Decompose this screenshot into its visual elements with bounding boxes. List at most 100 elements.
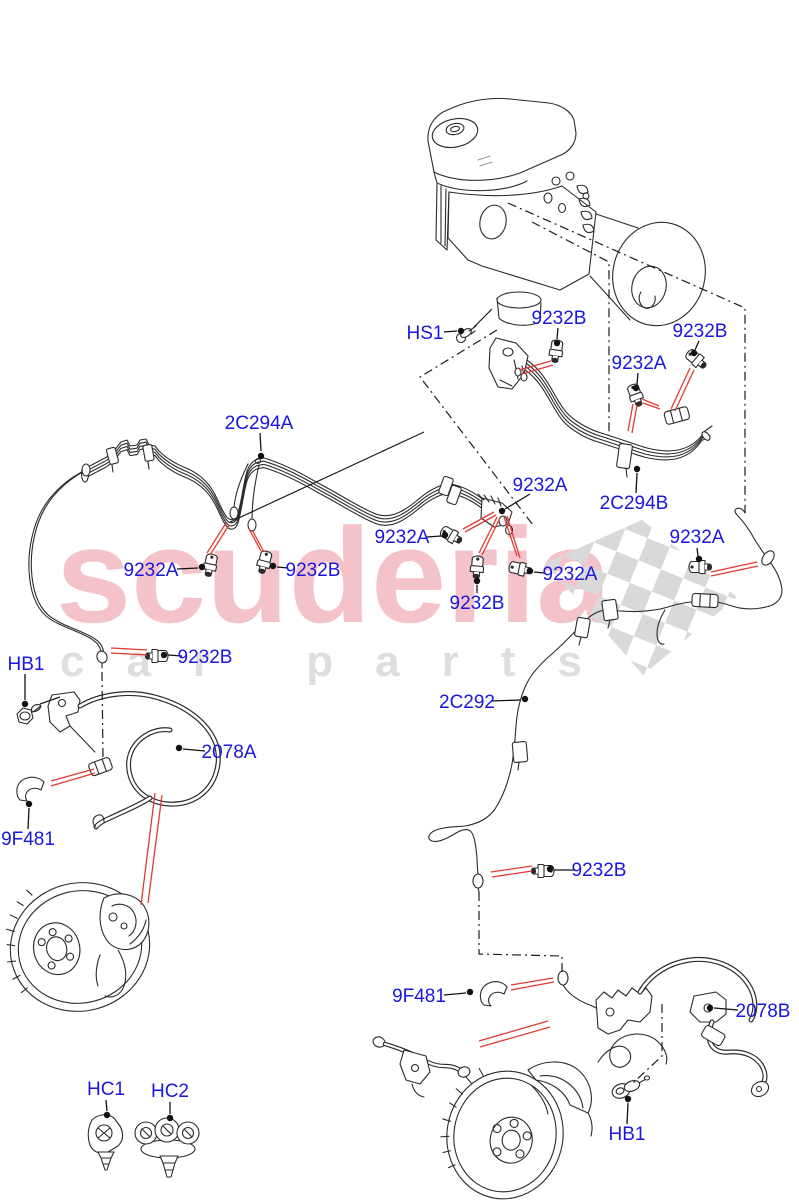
label-leader-line xyxy=(504,493,531,510)
label-leader-lines-layer xyxy=(21,327,739,1125)
front-pipes-2c294a-drawing xyxy=(80,438,491,532)
red-leader-line xyxy=(490,865,533,873)
red-leader-line xyxy=(510,977,554,986)
part-label-hc2[interactable]: HC2 xyxy=(151,1081,189,1102)
hc1-clip-drawing xyxy=(87,1114,123,1171)
part-label-9232a-mid-left[interactable]: 9232A xyxy=(124,560,179,581)
red-leader-line xyxy=(627,403,634,432)
red-leader-line xyxy=(147,794,163,904)
label-leader-line xyxy=(696,547,699,557)
guide-lines-layer xyxy=(39,202,746,1084)
red-leader-lines-layer xyxy=(50,360,759,1048)
part-label-9232b-top[interactable]: 9232B xyxy=(532,308,587,329)
leader-dot xyxy=(103,1111,111,1119)
part-label-9232b-mid[interactable]: 9232B xyxy=(286,560,341,581)
part-label-9232b-bottom-mid[interactable]: 9232B xyxy=(572,860,627,881)
part-label-hb1-left[interactable]: HB1 xyxy=(8,654,45,675)
label-leader-line xyxy=(490,699,522,702)
red-leader-line xyxy=(464,514,497,533)
label-leader-line xyxy=(182,748,206,752)
leader-dot xyxy=(257,452,265,460)
red-leader-line xyxy=(491,870,533,878)
red-leader-line xyxy=(110,647,148,651)
red-leader-line xyxy=(710,565,759,577)
part-label-9232b-cluster-bottom[interactable]: 9232B xyxy=(450,593,505,614)
guide-line xyxy=(419,329,534,526)
red-leader-line xyxy=(140,792,156,906)
red-leader-line xyxy=(481,517,501,556)
checkered-flag-watermark xyxy=(545,520,737,675)
hb1-bolt-left-drawing xyxy=(16,703,42,725)
label-leader-line xyxy=(533,571,545,574)
part-label-2c294b[interactable]: 2C294B xyxy=(600,493,669,514)
red-leader-line xyxy=(251,529,265,553)
part-label-9232a-cluster-top[interactable]: 9232A xyxy=(513,475,568,496)
leader-dot xyxy=(633,465,641,473)
leader-dot xyxy=(466,988,474,996)
leader-dot xyxy=(632,384,640,392)
part-label-9232a-far-right[interactable]: 9232A xyxy=(670,527,725,548)
leader-dot xyxy=(498,507,506,515)
label-leader-line xyxy=(635,472,638,494)
label-leader-line xyxy=(556,327,559,340)
red-leader-line xyxy=(462,511,495,530)
guide-line xyxy=(473,308,493,328)
leader-dot xyxy=(521,695,529,703)
guide-line xyxy=(229,431,425,523)
leader-dot xyxy=(526,567,534,575)
left-loop-pipe-drawing xyxy=(28,463,108,669)
red-leader-line xyxy=(110,652,148,656)
part-label-9232b-right[interactable]: 9232B xyxy=(673,321,728,342)
part-label-9f481-bottom[interactable]: 9F481 xyxy=(392,986,446,1007)
part-label-2078a[interactable]: 2078A xyxy=(202,742,257,763)
part-label-9232a-cluster-left[interactable]: 9232A xyxy=(375,527,430,548)
label-leader-line xyxy=(259,432,262,452)
label-leader-line xyxy=(713,1007,739,1011)
red-leader-line xyxy=(478,516,498,554)
red-leader-line xyxy=(479,1026,551,1048)
red-leader-line xyxy=(503,516,518,557)
part-label-9232b-lower-left[interactable]: 9232B xyxy=(178,647,233,668)
leader-dot xyxy=(624,1095,632,1103)
red-leader-line xyxy=(710,561,758,573)
part-labels-layer: HS1 9232B 9232B 9232A 2C294A 9232A 9232A 9232B 9… xyxy=(1,308,790,1145)
red-leader-line xyxy=(478,1020,549,1042)
part-label-9f481-left[interactable]: 9F481 xyxy=(1,829,55,850)
leader-dot xyxy=(690,349,698,357)
red-leader-line xyxy=(50,772,96,787)
guide-line xyxy=(101,671,104,759)
leader-dot xyxy=(695,555,703,563)
red-leader-line xyxy=(50,768,95,782)
part-label-9232a-cluster-right[interactable]: 9232A xyxy=(543,564,598,585)
leader-dot xyxy=(473,577,481,585)
part-label-hc1[interactable]: HC1 xyxy=(87,1079,125,1100)
red-leader-line xyxy=(642,402,661,410)
guide-line xyxy=(39,696,61,705)
leader-dot xyxy=(269,562,277,570)
leader-dot xyxy=(198,563,206,571)
label-leader-line xyxy=(176,567,199,570)
fitting-icon xyxy=(688,559,713,575)
brand-sub-watermark: car parts xyxy=(60,637,624,686)
part-label-2078b[interactable]: 2078B xyxy=(736,1001,791,1022)
guide-line xyxy=(478,892,563,974)
part-label-9232a-upper-right[interactable]: 9232A xyxy=(612,353,667,374)
front-disc-drawing xyxy=(440,1067,564,1200)
hose-2078a-drawing xyxy=(47,691,221,830)
label-leader-line xyxy=(167,654,183,657)
artwork-layer xyxy=(5,97,783,1200)
abs-module-drawing xyxy=(427,97,706,327)
part-label-2c294a[interactable]: 2C294A xyxy=(225,413,294,434)
leader-dot xyxy=(441,531,449,539)
leader-dot xyxy=(166,1114,174,1122)
part-label-hs1-top[interactable]: HS1 xyxy=(407,323,444,344)
red-leader-line xyxy=(521,364,554,375)
part-label-2c292[interactable]: 2C292 xyxy=(439,692,495,713)
red-leader-line xyxy=(641,398,660,407)
label-leader-line xyxy=(105,1099,108,1112)
leader-dot xyxy=(706,1004,714,1012)
leader-dot xyxy=(25,800,33,808)
part-label-hb1-bottom[interactable]: HB1 xyxy=(609,1124,646,1145)
